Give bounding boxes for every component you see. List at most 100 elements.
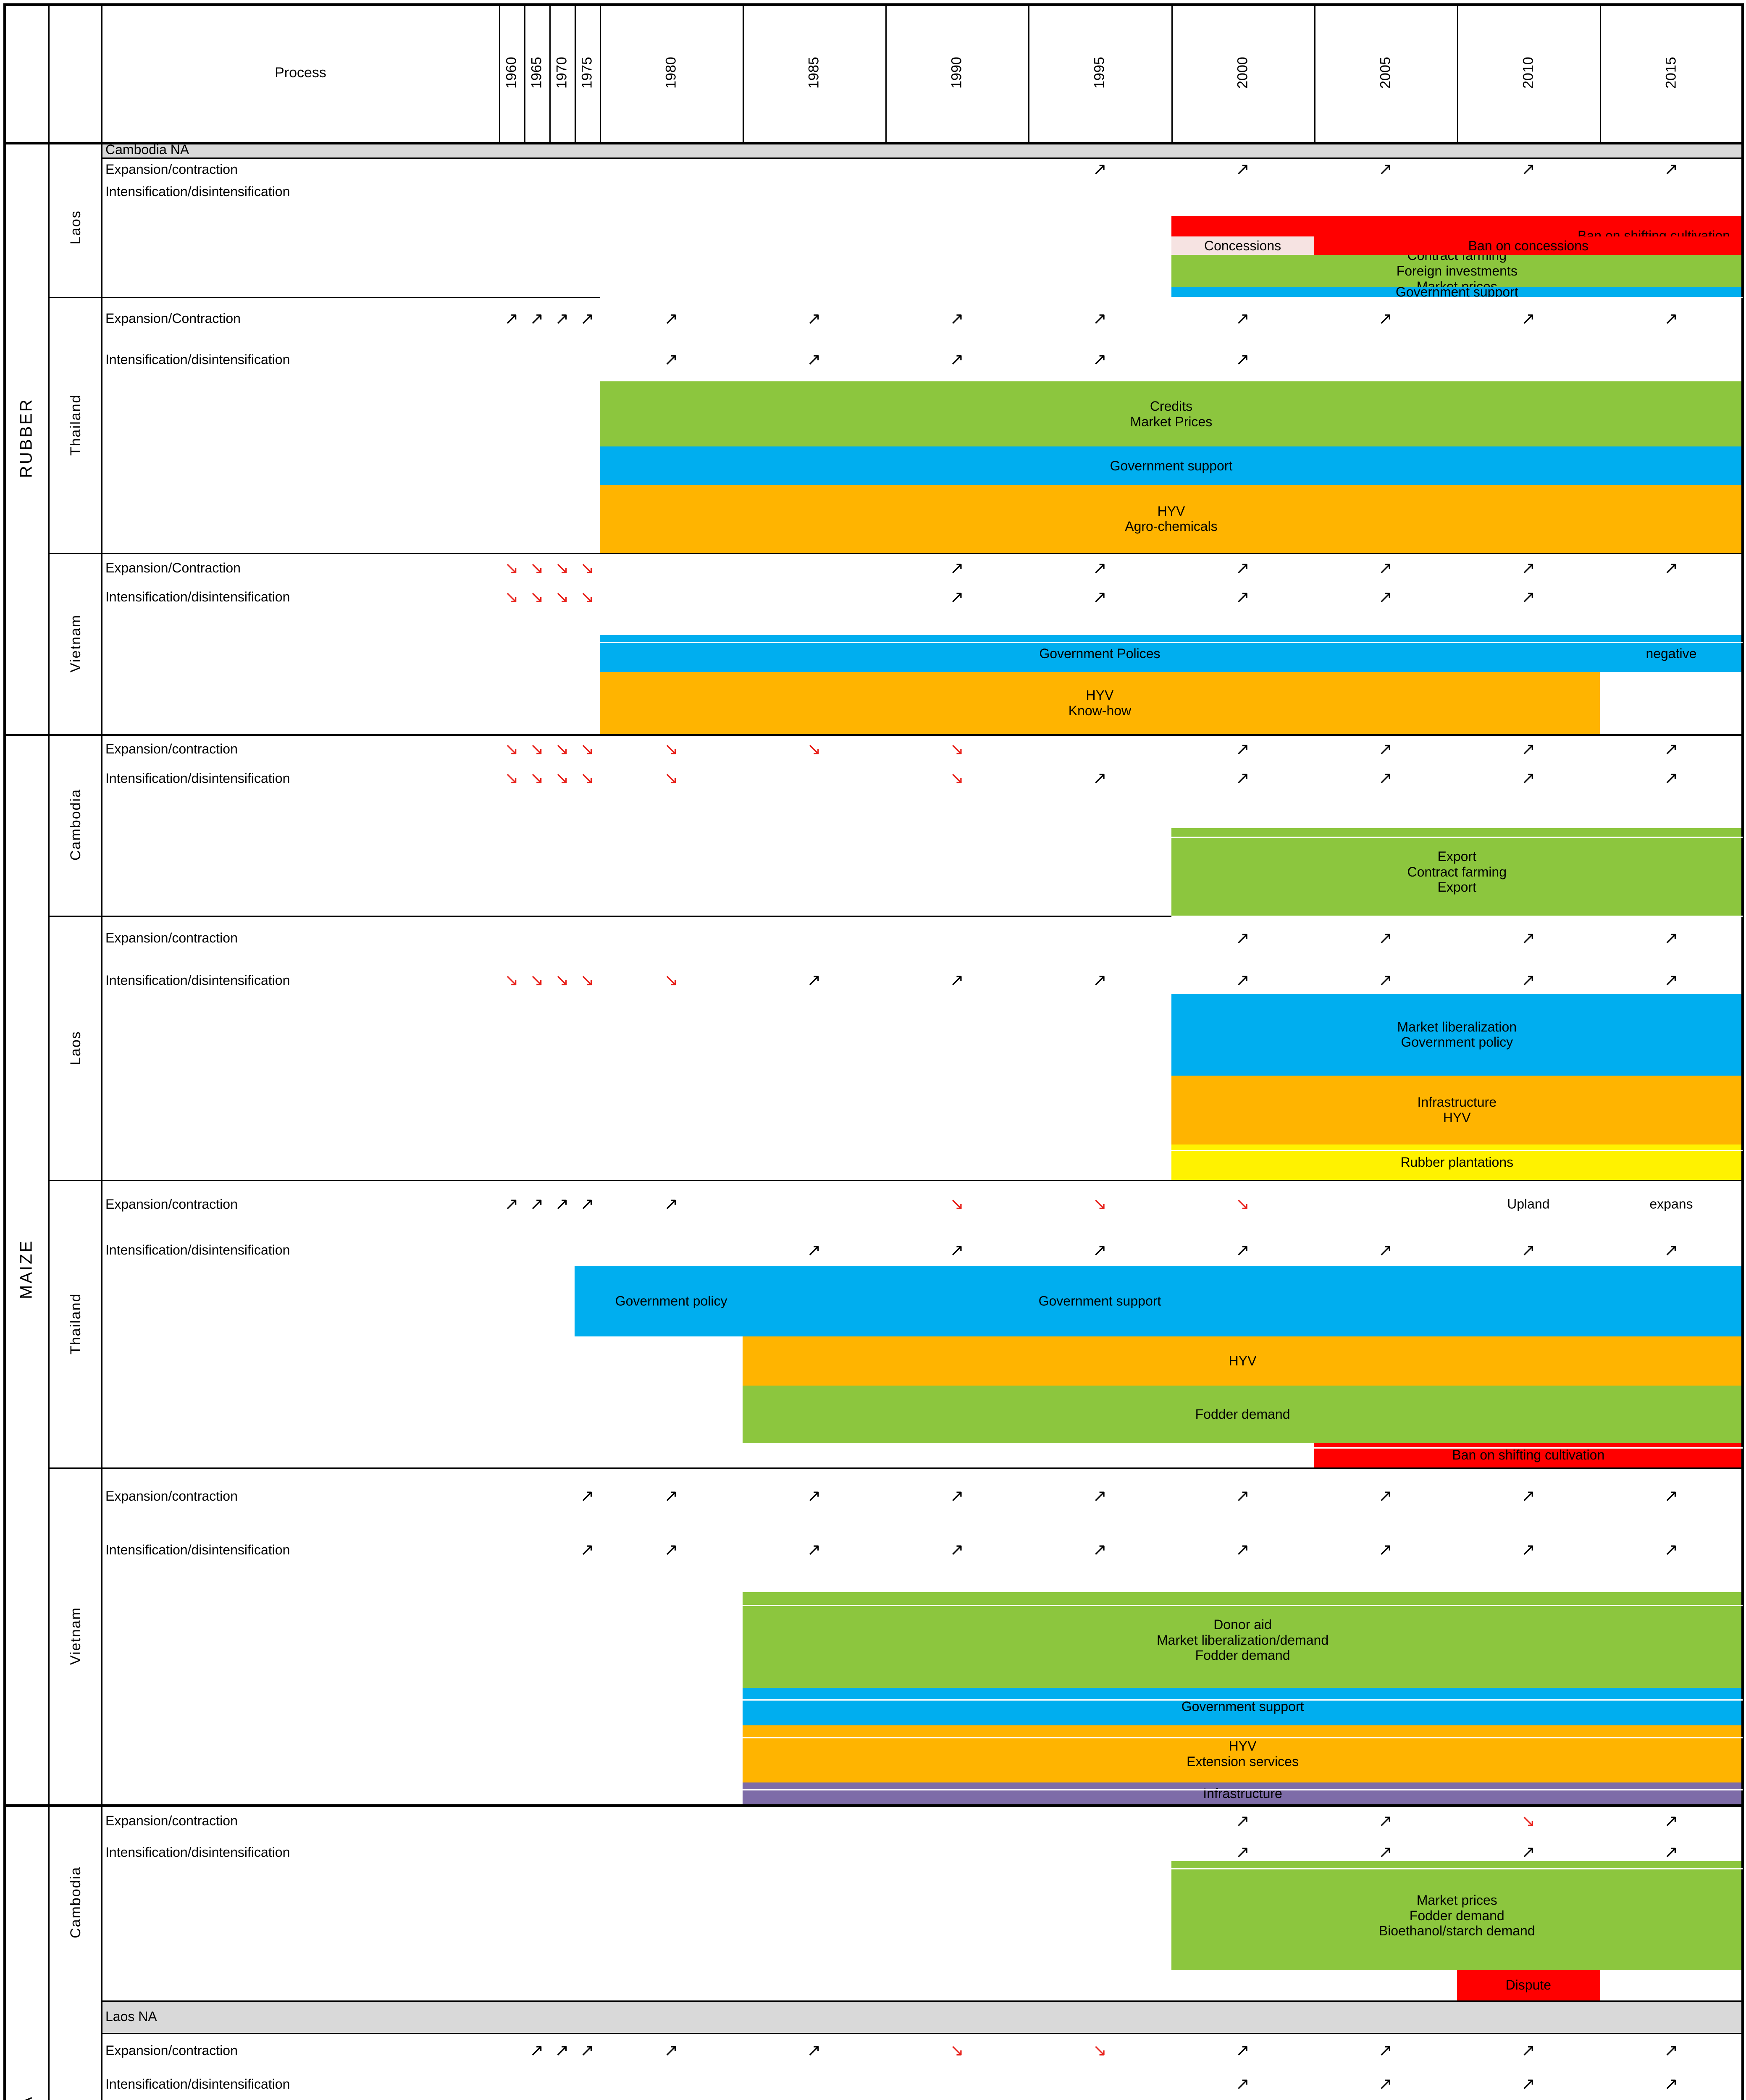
year-header-1960: 1960 — [503, 57, 520, 89]
grid-line-vertical — [1743, 3, 1744, 142]
arrow-down-maize-cambodia-intensification-1980: ↘ — [664, 769, 678, 788]
arrow-up-rubber-laos-expansion-2005: ↗ — [1378, 160, 1393, 179]
grid-line-horizontal — [101, 158, 1743, 159]
driver-bar-label: Concessions — [1204, 238, 1281, 253]
bar-separator — [1171, 916, 1743, 917]
arrow-up-maize-vietnam-expansion-2005: ↗ — [1378, 1486, 1393, 1506]
arrow-up-cassava-thailand-expansion-1970: ↗ — [555, 2041, 569, 2061]
year-header-1970: 1970 — [554, 57, 570, 89]
arrow-down-maize-laos-intensification-1980: ↘ — [664, 971, 678, 990]
grid-line-horizontal — [48, 734, 1743, 736]
arrow-up-rubber-thailand-intensification-1985: ↗ — [807, 350, 821, 370]
arrow-up-cassava-cambodia-intensification-2000: ↗ — [1235, 1843, 1250, 1862]
driver-bar-rubber-laos-4: Government support — [1171, 287, 1743, 297]
country-label-rubber-thailand: Thailand — [68, 394, 84, 456]
row-label-intensification-maize-vietnam: Intensification/disintensification — [105, 1542, 290, 1557]
driver-bar-label: Ban on shifting cultivation — [1452, 1447, 1605, 1463]
year-header-2005: 2005 — [1377, 57, 1394, 89]
country-label-cassava-cambodia: Cambodia — [68, 1866, 84, 1938]
arrow-down-cassava-cambodia-expansion-2010: ↘ — [1521, 1811, 1536, 1831]
arrow-down-maize-cambodia-expansion-1985: ↘ — [807, 739, 821, 759]
arrow-down-maize-cambodia-intensification-1975: ↘ — [580, 769, 594, 788]
arrow-down-rubber-vietnam-intensification-1960: ↘ — [504, 587, 519, 607]
arrow-up-cassava-cambodia-intensification-2010: ↗ — [1521, 1843, 1536, 1862]
driver-bar-label: Ban on concessions — [1468, 238, 1589, 253]
driver-bar-label-maize-thailand-blue-1: Government support — [1038, 1293, 1161, 1309]
driver-bar-label: Contract farming — [1407, 864, 1507, 879]
row-label-expansion-rubber-laos: Expansion/contraction — [105, 161, 238, 177]
driver-bar-label: Government Polices — [1039, 646, 1160, 661]
na-row-label-cambodia: Cambodia NA — [102, 142, 1743, 158]
country-label-maize-vietnam: Vietnam — [68, 1606, 84, 1665]
bar-separator — [743, 1605, 1743, 1606]
arrow-up-rubber-laos-expansion-2010: ↗ — [1521, 160, 1536, 179]
arrow-up-maize-cambodia-intensification-2015: ↗ — [1664, 769, 1678, 788]
grid-line-horizontal — [48, 553, 1743, 554]
arrow-up-maize-vietnam-expansion-2000: ↗ — [1235, 1486, 1250, 1506]
arrow-down-rubber-vietnam-intensification-1970: ↘ — [555, 587, 569, 607]
crop-label-cassava: CASSAVA — [3, 1804, 50, 2100]
arrow-up-rubber-vietnam-intensification-2000: ↗ — [1235, 587, 1250, 607]
arrow-up-maize-cambodia-intensification-2005: ↗ — [1378, 769, 1393, 788]
driver-bar-label: Export — [1437, 848, 1476, 864]
arrow-up-cassava-thailand-intensification-2000: ↗ — [1235, 2074, 1250, 2094]
arrow-up-cassava-thailand-intensification-2015: ↗ — [1664, 2074, 1678, 2094]
driver-bar-label: Rubber plantations — [1400, 1155, 1514, 1170]
arrow-up-maize-laos-intensification-1985: ↗ — [807, 971, 821, 990]
grid-line-vertical — [48, 734, 50, 1804]
row-label-expansion-maize-vietnam: Expansion/contraction — [105, 1488, 238, 1504]
driver-bar-maize-thailand-1: HYV — [743, 1336, 1743, 1386]
arrow-up-maize-laos-intensification-2000: ↗ — [1235, 971, 1250, 990]
arrow-up-cassava-cambodia-expansion-2000: ↗ — [1235, 1811, 1250, 1831]
arrow-down-maize-laos-intensification-1970: ↘ — [555, 971, 569, 990]
arrow-up-rubber-thailand-intensification-2000: ↗ — [1235, 350, 1250, 370]
driver-bar-label: Bioethanol/starch demand — [1378, 1923, 1535, 1939]
grid-line-vertical — [524, 3, 525, 142]
arrow-up-maize-thailand-intensification-1985: ↗ — [807, 1240, 821, 1260]
driver-bar-label-maize-thailand-blue-0: Government policy — [615, 1293, 727, 1309]
arrow-up-cassava-cambodia-expansion-2005: ↗ — [1378, 1811, 1393, 1831]
arrow-down-rubber-vietnam-intensification-1975: ↘ — [580, 587, 594, 607]
driver-bar-cassava-cambodia-1: Dispute — [1457, 1970, 1600, 2000]
arrow-up-rubber-thailand-expansion-1995: ↗ — [1092, 309, 1107, 328]
arrow-up-rubber-laos-expansion-2015: ↗ — [1664, 160, 1678, 179]
row-label-expansion-maize-cambodia: Expansion/contraction — [105, 741, 238, 757]
row-label-intensification-cassava-thailand: Intensification/disintensification — [105, 2076, 290, 2092]
grid-line-horizontal — [48, 1804, 1743, 1807]
driver-bar-label: Dispute — [1505, 1977, 1552, 1993]
driver-bar-rubber-laos-1: Concessions — [1171, 236, 1314, 255]
grid-line-vertical — [48, 1804, 50, 2100]
arrow-down-maize-cambodia-intensification-1960: ↘ — [504, 769, 519, 788]
grid-line-vertical — [885, 3, 887, 142]
arrow-up-maize-vietnam-intensification-2015: ↗ — [1664, 1540, 1678, 1560]
year-header-2010: 2010 — [1520, 57, 1536, 89]
arrow-up-rubber-thailand-expansion-1965: ↗ — [530, 309, 544, 328]
arrow-up-rubber-thailand-expansion-2010: ↗ — [1521, 309, 1536, 328]
grid-line-vertical — [1028, 3, 1030, 142]
driver-bar-label: Market liberalization — [1397, 1019, 1517, 1034]
row-label-intensification-rubber-vietnam: Intensification/disintensification — [105, 589, 290, 605]
year-header-1980: 1980 — [663, 57, 679, 89]
grid-line-horizontal — [101, 2000, 1743, 2002]
driver-bar-label: Market liberalization/demand — [1157, 1632, 1329, 1648]
arrow-up-rubber-thailand-expansion-1970: ↗ — [555, 309, 569, 328]
driver-bar-rubber-thailand-1: Government support — [600, 446, 1743, 485]
driver-bar-maize-thailand-3: Ban on shifting cultivation — [1314, 1443, 1743, 1467]
grid-line-horizontal — [48, 1467, 1743, 1469]
arrow-up-maize-thailand-intensification-1995: ↗ — [1092, 1240, 1107, 1260]
arrow-up-maize-vietnam-intensification-1985: ↗ — [807, 1540, 821, 1560]
arrow-up-maize-vietnam-intensification-1995: ↗ — [1092, 1540, 1107, 1560]
year-header-1985: 1985 — [806, 57, 822, 89]
driver-bar-label: Fodder demand — [1195, 1648, 1290, 1663]
grid-line-vertical — [1599, 3, 1601, 142]
arrow-up-maize-cambodia-intensification-2010: ↗ — [1521, 769, 1536, 788]
arrow-up-cassava-thailand-expansion-1975: ↗ — [580, 2041, 594, 2061]
arrow-up-rubber-thailand-intensification-1990: ↗ — [950, 350, 964, 370]
arrow-up-rubber-vietnam-expansion-2000: ↗ — [1235, 558, 1250, 578]
